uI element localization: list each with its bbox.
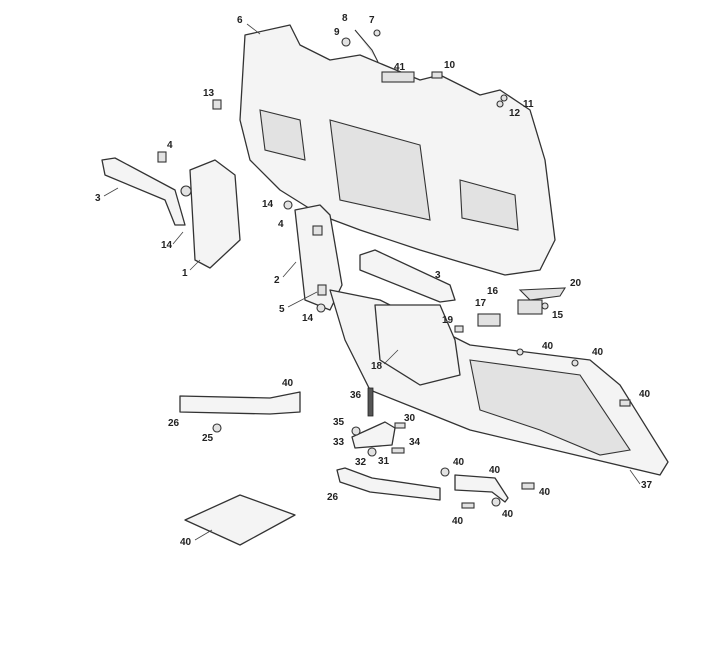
nut-40-a	[440, 467, 450, 477]
screw-40-e	[619, 399, 631, 407]
callout-label: 40	[452, 516, 464, 527]
screw-15	[541, 302, 549, 310]
callout-label: 14	[262, 199, 274, 210]
panel-recess	[329, 119, 431, 221]
callout-label: 4	[278, 219, 284, 230]
nut-32	[367, 447, 377, 457]
lever-20	[518, 287, 567, 301]
callout-label: 40	[539, 487, 551, 498]
callout-label: 30	[404, 413, 416, 424]
bracket-3-right	[359, 249, 456, 303]
callout-label: 6	[237, 15, 243, 26]
callout-label: 34	[409, 437, 421, 448]
leader-lines	[103, 23, 641, 541]
callout-label: 17	[475, 298, 487, 309]
callout-label: 4	[167, 140, 173, 151]
screw-40-c	[521, 482, 535, 490]
callout-label: 3	[95, 193, 101, 204]
callout-label: 3	[435, 270, 441, 281]
callout-label: 31	[378, 456, 390, 467]
callout-label: 33	[333, 437, 345, 448]
screw-25	[212, 423, 222, 433]
callout-label: 9	[334, 27, 340, 38]
part-17	[477, 313, 501, 327]
callout-label: 16	[487, 286, 499, 297]
callout-label: 20	[570, 278, 582, 289]
callout-label: 26	[168, 418, 180, 429]
screw-5	[317, 284, 327, 296]
callout-label: 37	[641, 480, 653, 491]
nut-35	[351, 426, 361, 436]
plate-1	[189, 159, 241, 269]
screw-4-mid	[312, 225, 323, 236]
screw-10	[431, 71, 443, 79]
callout-label: 14	[161, 240, 173, 251]
callout-label: 40	[282, 378, 294, 389]
bracket-3-left	[101, 157, 186, 226]
callout-label: 2	[274, 275, 280, 286]
clip-13	[212, 99, 222, 110]
callout-label: 32	[355, 457, 367, 468]
callout-label: 26	[327, 492, 339, 503]
screw-7	[373, 29, 381, 37]
callout-label: 19	[442, 315, 454, 326]
tailgate-recess	[469, 359, 631, 456]
callout-label: 15	[552, 310, 564, 321]
latch-18	[374, 304, 461, 386]
screw-40-f	[571, 359, 579, 367]
callout-label: 12	[509, 108, 521, 119]
callout-label: 5	[279, 304, 285, 315]
hardware-bag-40	[184, 494, 296, 546]
hinge-26-bottom	[336, 467, 441, 501]
callout-label: 40	[639, 389, 651, 400]
callout-label: 18	[371, 361, 383, 372]
callout-label: 8	[342, 13, 348, 24]
part-16	[517, 299, 543, 315]
callout-label: 40	[592, 347, 604, 358]
callout-label: 25	[202, 433, 214, 444]
plate-2	[294, 204, 343, 311]
hinge-40-right	[454, 474, 509, 503]
left-vent	[259, 109, 306, 161]
callout-label: 11	[523, 99, 534, 110]
callout-label: 40	[453, 457, 465, 468]
callout-label: 7	[369, 15, 375, 26]
screw-40-d	[461, 502, 475, 509]
callout-label: 14	[302, 313, 314, 324]
callout-label: 36	[350, 390, 362, 401]
handle-41	[381, 71, 415, 83]
spring-36	[367, 387, 374, 417]
callout-label: 10	[444, 60, 456, 71]
screw-34	[391, 447, 405, 454]
callout-label: 35	[333, 417, 345, 428]
nut-9	[341, 37, 351, 47]
screw-19	[454, 325, 464, 333]
screw-11	[500, 94, 508, 102]
callout-label: 1	[182, 268, 188, 279]
nut-14-mid	[283, 200, 293, 210]
screw-4-left	[157, 151, 167, 163]
hinge-26-left	[179, 391, 301, 415]
callout-label: 40	[489, 465, 501, 476]
nut-14-left	[180, 185, 192, 197]
callout-label: 40	[542, 341, 554, 352]
callout-label: 40	[502, 509, 514, 520]
callout-label: 41	[394, 62, 406, 73]
plate-33	[351, 421, 396, 449]
nut-14-low	[316, 303, 326, 313]
right-vent	[459, 179, 519, 231]
screw-30	[394, 422, 406, 429]
nut-40-b	[491, 497, 501, 507]
washer-12	[496, 100, 504, 108]
callout-label: 40	[180, 537, 192, 548]
screw-40-g	[516, 348, 524, 356]
callout-label: 13	[203, 88, 215, 99]
clip-8	[354, 29, 379, 63]
